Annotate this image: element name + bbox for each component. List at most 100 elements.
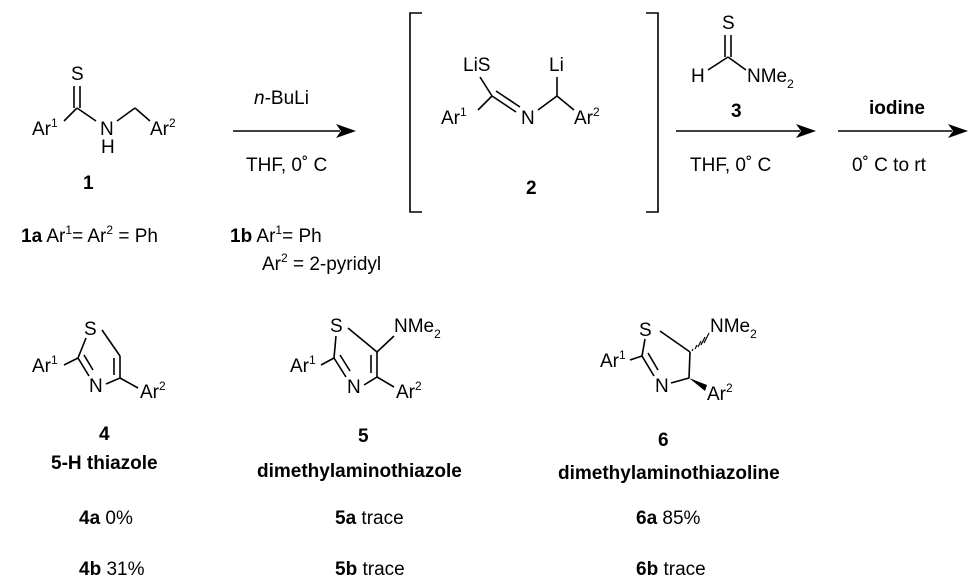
c2-cs-bond	[479, 76, 493, 97]
c5-bond-ar2	[376, 376, 395, 388]
left-bracket	[409, 12, 422, 213]
c1-bond-ar2	[134, 107, 151, 122]
c2-label: 2	[526, 178, 537, 199]
c2-cn-bond-a	[491, 95, 517, 113]
c3-sulfur: S	[722, 13, 735, 34]
c2-nitrogen: N	[521, 108, 535, 129]
step2-arrowhead	[796, 124, 816, 138]
c5-bond-n-c4	[363, 376, 378, 386]
c1b-text-line1: 1b Ar1= Ph	[230, 223, 322, 247]
c1-sulfur: S	[71, 64, 84, 85]
c5-nitrogen: N	[347, 377, 361, 398]
step3-reagent: iodine	[869, 98, 925, 119]
c5-bond-c2-n-a	[333, 357, 347, 378]
c6-sulfur: S	[639, 320, 652, 341]
c4-bond-c2-n-b	[83, 354, 94, 371]
c1-ar1: Ar1	[32, 116, 58, 140]
c4-bond-c2-n-a	[77, 357, 90, 377]
c1-nitrogen: N	[100, 119, 114, 140]
step2-arrow: THF, 0˚ C	[676, 124, 816, 176]
right-bracket	[646, 12, 659, 213]
c5-bond-c2-n-b	[339, 354, 351, 372]
compound-5-structure: S Ar1 N NMe2 Ar2 5 dimethylaminothiazole	[257, 316, 462, 482]
c5-ar2: Ar2	[396, 379, 422, 403]
step2-conditions: THF, 0˚ C	[690, 155, 771, 176]
c4-name: 5-H thiazole	[51, 453, 158, 474]
compound-1a-definition: 1a Ar1= Ar2 = Ph	[21, 223, 158, 247]
c4-ar2: Ar2	[140, 379, 166, 403]
c5-bond-ar1	[320, 357, 335, 366]
c3-hydrogen: H	[691, 66, 705, 87]
c2-bond-ch	[537, 95, 558, 111]
c4-bond-s-c2	[77, 337, 87, 359]
c2-li: Li	[549, 55, 564, 76]
c6-nitrogen: N	[655, 376, 669, 397]
c6-bond-c2-n-b	[647, 352, 659, 371]
c6-bond-s-c2	[641, 338, 646, 357]
c1b-text-line2: Ar2 = 2-pyridyl	[262, 251, 381, 275]
c4-bond-ar1	[63, 357, 79, 366]
intermediate-brackets	[409, 12, 659, 213]
c4-sulfur: S	[84, 319, 97, 340]
c4-ar1: Ar1	[32, 353, 58, 377]
c6-bold-wedge	[689, 378, 707, 391]
c5-bond-nme2	[376, 335, 395, 353]
c6-hashed-wedge	[691, 332, 710, 352]
c4-bond-n-c4	[105, 377, 121, 385]
c3-nme2: NMe2	[747, 66, 794, 91]
c2-ar2: Ar2	[574, 105, 600, 129]
c4-bond-c5-s	[101, 329, 121, 357]
c3-bond-n	[727, 56, 747, 71]
compound-6-structure: S Ar1 N NMe2 Ar2 6 dimethylaminothiazoli…	[558, 316, 780, 484]
step3-arrow: iodine 0˚ C to rt	[838, 98, 968, 176]
c5-name: dimethylaminothiazole	[257, 461, 462, 482]
c4-bond-ar2	[119, 377, 139, 389]
step3-arrowhead	[948, 124, 968, 138]
c6-ar2: Ar2	[707, 381, 733, 405]
c3-label: 3	[731, 101, 742, 122]
compound-3-structure: S H NMe2 3	[691, 13, 794, 122]
result-4b: 4b 31%	[79, 559, 145, 580]
step1-reagent: n-BuLi	[254, 88, 309, 109]
c2-bond-ar1	[477, 95, 493, 111]
c1-bond-ar1	[63, 107, 78, 122]
c1-label: 1	[83, 173, 94, 194]
c6-label: 6	[658, 430, 669, 451]
c4-label: 4	[99, 424, 110, 445]
c6-name: dimethylaminothiazoline	[558, 463, 780, 484]
c5-ar1: Ar1	[290, 353, 316, 377]
c2-ar1: Ar1	[441, 105, 467, 129]
compound-1b-definition: 1b Ar1= Ph Ar2 = 2-pyridyl	[230, 223, 381, 275]
c4-nitrogen: N	[89, 376, 103, 397]
c2-lis: LiS	[463, 55, 490, 76]
c6-ar1: Ar1	[600, 348, 626, 372]
step1-arrow: n-BuLi THF, 0˚ C	[233, 88, 356, 176]
compound-1-structure: S Ar1 N H Ar2 1	[32, 64, 176, 194]
result-5a: 5a trace	[335, 508, 404, 529]
compound-4-structure: S Ar1 N Ar2 4 5-H thiazole	[32, 319, 166, 474]
c5-bond-s-c2	[333, 335, 337, 359]
c6-bond-n-c4	[670, 377, 690, 384]
c2-bond-ar2	[556, 95, 575, 111]
step3-conditions: 0˚ C to rt	[852, 155, 927, 176]
result-5b: 5b trace	[335, 559, 405, 580]
c3-bond-h	[707, 56, 729, 71]
compound-2-structure: LiS Ar1 N Li Ar2 2	[441, 55, 600, 199]
c1-bond-ch2	[116, 107, 136, 122]
c1-hydrogen: H	[101, 137, 115, 158]
c5-nme2: NMe2	[394, 316, 441, 341]
result-4a: 4a 0%	[79, 508, 133, 529]
c6-bond-c2-n-a	[641, 355, 655, 377]
c5-label: 5	[358, 426, 369, 447]
step1-conditions: THF, 0˚ C	[246, 155, 327, 176]
result-6b: 6b trace	[636, 559, 706, 580]
c6-bond-ar1	[629, 355, 643, 361]
step1-arrowhead	[336, 124, 356, 138]
c5-sulfur: S	[330, 316, 343, 337]
c5-bond-c5-s	[347, 327, 378, 353]
results: 4a 0% 4b 31% 5a trace 5b trace 6a 85% 6b…	[79, 508, 706, 580]
c1-ar2: Ar2	[150, 116, 176, 140]
c6-bond-c4-c5	[688, 351, 691, 379]
result-6a: 6a 85%	[636, 508, 701, 529]
